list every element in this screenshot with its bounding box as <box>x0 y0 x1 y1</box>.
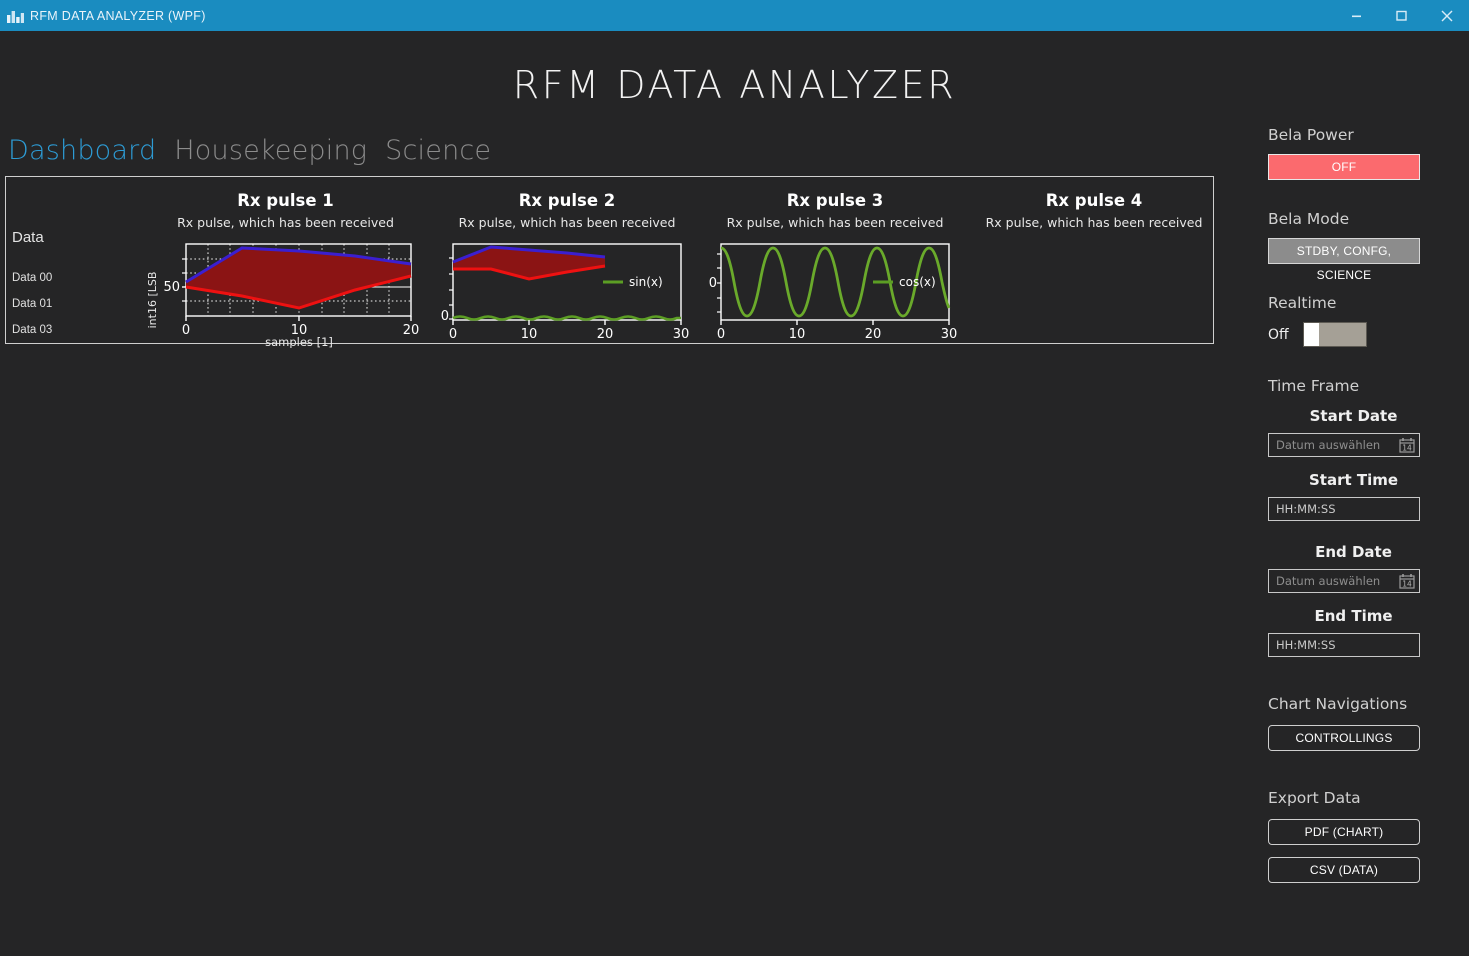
x-axis-label: samples [1] <box>265 335 333 348</box>
chart-subtitle: Rx pulse, which has been received <box>985 215 1203 230</box>
title-bar: RFM DATA ANALYZER (WPF) <box>0 0 1469 31</box>
legend-label-cos: cos(x) <box>899 275 936 289</box>
list-item[interactable]: Data 01 <box>12 298 53 310</box>
data-list: Data Data 00 Data 01 Data 03 <box>12 229 132 350</box>
bela-mode-button[interactable]: STDBY, CONFG, SCIENCE <box>1268 238 1420 282</box>
bela-power-label: Bela Power <box>1268 126 1354 144</box>
list-item[interactable]: Data 03 <box>12 324 53 336</box>
export-pdf-button[interactable]: PDF (CHART) <box>1268 819 1420 845</box>
chart-subtitle: Rx pulse, which has been received <box>177 215 394 230</box>
window-controls <box>1334 0 1469 31</box>
y-tick-label: 50 <box>163 280 180 295</box>
bela-power-button[interactable]: OFF <box>1268 154 1420 180</box>
plot-area-empty[interactable] <box>969 238 1219 348</box>
y-tick-label: 0 <box>709 276 717 291</box>
tab-science[interactable]: Science <box>385 135 492 166</box>
start-time-label: Start Time <box>1308 471 1399 489</box>
chart-subtitle: Rx pulse, which has been received <box>458 215 676 230</box>
toggle-thumb <box>1303 323 1319 346</box>
x-tick-label: 0 <box>182 323 190 338</box>
chart-title: Rx pulse 4 <box>1045 191 1143 210</box>
bela-mode-label: Bela Mode <box>1268 210 1350 228</box>
calendar-icon[interactable]: 14 <box>1398 573 1415 590</box>
export-csv-button[interactable]: CSV (DATA) <box>1268 857 1420 883</box>
start-time-value: HH:MM:SS <box>1276 502 1336 516</box>
chart-title: Rx pulse 1 <box>237 191 334 210</box>
window-title: RFM DATA ANALYZER (WPF) <box>30 8 206 23</box>
y-axis-label: int16 [LSB <box>146 272 159 329</box>
bar-chart-icon <box>0 9 30 23</box>
x-tick-label: 20 <box>403 323 420 338</box>
chart-title: Rx pulse 2 <box>518 191 616 210</box>
calendar-icon-day: 14 <box>1402 444 1412 453</box>
end-date-value: Datum auswählen <box>1276 574 1381 588</box>
upper-envelope-line <box>452 245 606 264</box>
chart-rx-pulse-2[interactable]: Rx pulse 2 Rx pulse, which has been rece… <box>433 177 701 343</box>
list-item[interactable]: Data 00 <box>12 272 53 284</box>
time-frame-label: Time Frame <box>1268 377 1360 395</box>
pulse-fill <box>186 248 411 308</box>
start-date-label: Start Date <box>1309 407 1398 425</box>
chart-rx-pulse-1[interactable]: Rx pulse 1 Rx pulse, which has been rece… <box>138 177 433 348</box>
realtime-state-label: Off <box>1268 326 1289 343</box>
end-time-label: End Time <box>1314 607 1393 625</box>
chart-title: Rx pulse 3 <box>786 191 884 210</box>
legend-label-sin: sin(x) <box>629 275 663 289</box>
x-tick-label: 10 <box>789 327 806 342</box>
start-time-input[interactable]: HH:MM:SS <box>1268 497 1420 521</box>
upper-envelope-line <box>185 246 412 284</box>
tab-dashboard[interactable]: Dashboard <box>8 135 157 166</box>
chart-rx-pulse-3[interactable]: Rx pulse 3 Rx pulse, which has been rece… <box>701 177 969 343</box>
x-tick-label: 30 <box>941 327 958 342</box>
export-data-label: Export Data <box>1268 789 1361 807</box>
realtime-row: Off <box>1268 322 1439 347</box>
end-date-input[interactable]: Datum auswählen 14 <box>1268 569 1420 593</box>
cos-series-line <box>720 246 951 318</box>
tab-bar: Dashboard Housekeeping Science <box>0 135 1469 166</box>
calendar-icon-day: 14 <box>1402 580 1412 589</box>
y-tick-label: 0 <box>441 309 449 324</box>
x-tick-label: 0 <box>449 327 457 342</box>
sin-series-line <box>452 315 681 321</box>
charts-row: Rx pulse 1 Rx pulse, which has been rece… <box>138 177 1213 348</box>
minimize-button[interactable] <box>1334 0 1379 31</box>
end-time-input[interactable]: HH:MM:SS <box>1268 633 1420 657</box>
data-list-title: Data <box>12 229 44 246</box>
realtime-toggle[interactable] <box>1302 322 1367 347</box>
page-title: RFM DATA ANALYZER <box>512 63 957 107</box>
chart-rx-pulse-4[interactable]: Rx pulse 4 Rx pulse, which has been rece… <box>969 177 1219 343</box>
plot-area[interactable]: 0 sin(x) <box>433 238 701 348</box>
x-tick-label: 0 <box>717 327 725 342</box>
plot-area[interactable]: int16 [LSB 50 <box>138 238 433 348</box>
control-sidebar: Bela Power OFF Bela Mode STDBY, CONFG, S… <box>1240 31 1469 956</box>
x-tick-label: 10 <box>291 323 308 338</box>
x-tick-label: 20 <box>597 327 614 342</box>
lower-envelope-line <box>185 274 412 310</box>
realtime-label: Realtime <box>1268 294 1337 312</box>
chart-subtitle: Rx pulse, which has been received <box>726 215 944 230</box>
start-date-value: Datum auswählen <box>1276 438 1381 452</box>
x-tick-label: 30 <box>673 327 690 342</box>
chart-panel: Data Data 00 Data 01 Data 03 Rx pulse 1 … <box>5 176 1214 348</box>
controllings-button[interactable]: CONTROLLINGS <box>1268 725 1420 751</box>
start-date-input[interactable]: Datum auswählen 14 <box>1268 433 1420 457</box>
x-tick-label: 20 <box>865 327 882 342</box>
maximize-button[interactable] <box>1379 0 1424 31</box>
x-tick-label: 10 <box>521 327 538 342</box>
plot-area[interactable]: 0 cos(x) <box>701 238 969 348</box>
lower-envelope-line <box>453 264 606 281</box>
end-date-label: End Date <box>1315 543 1392 561</box>
close-button[interactable] <box>1424 0 1469 31</box>
calendar-icon[interactable]: 14 <box>1398 437 1415 454</box>
tab-housekeeping[interactable]: Housekeeping <box>174 135 368 166</box>
end-time-value: HH:MM:SS <box>1276 638 1336 652</box>
chart-navigations-label: Chart Navigations <box>1268 695 1408 713</box>
